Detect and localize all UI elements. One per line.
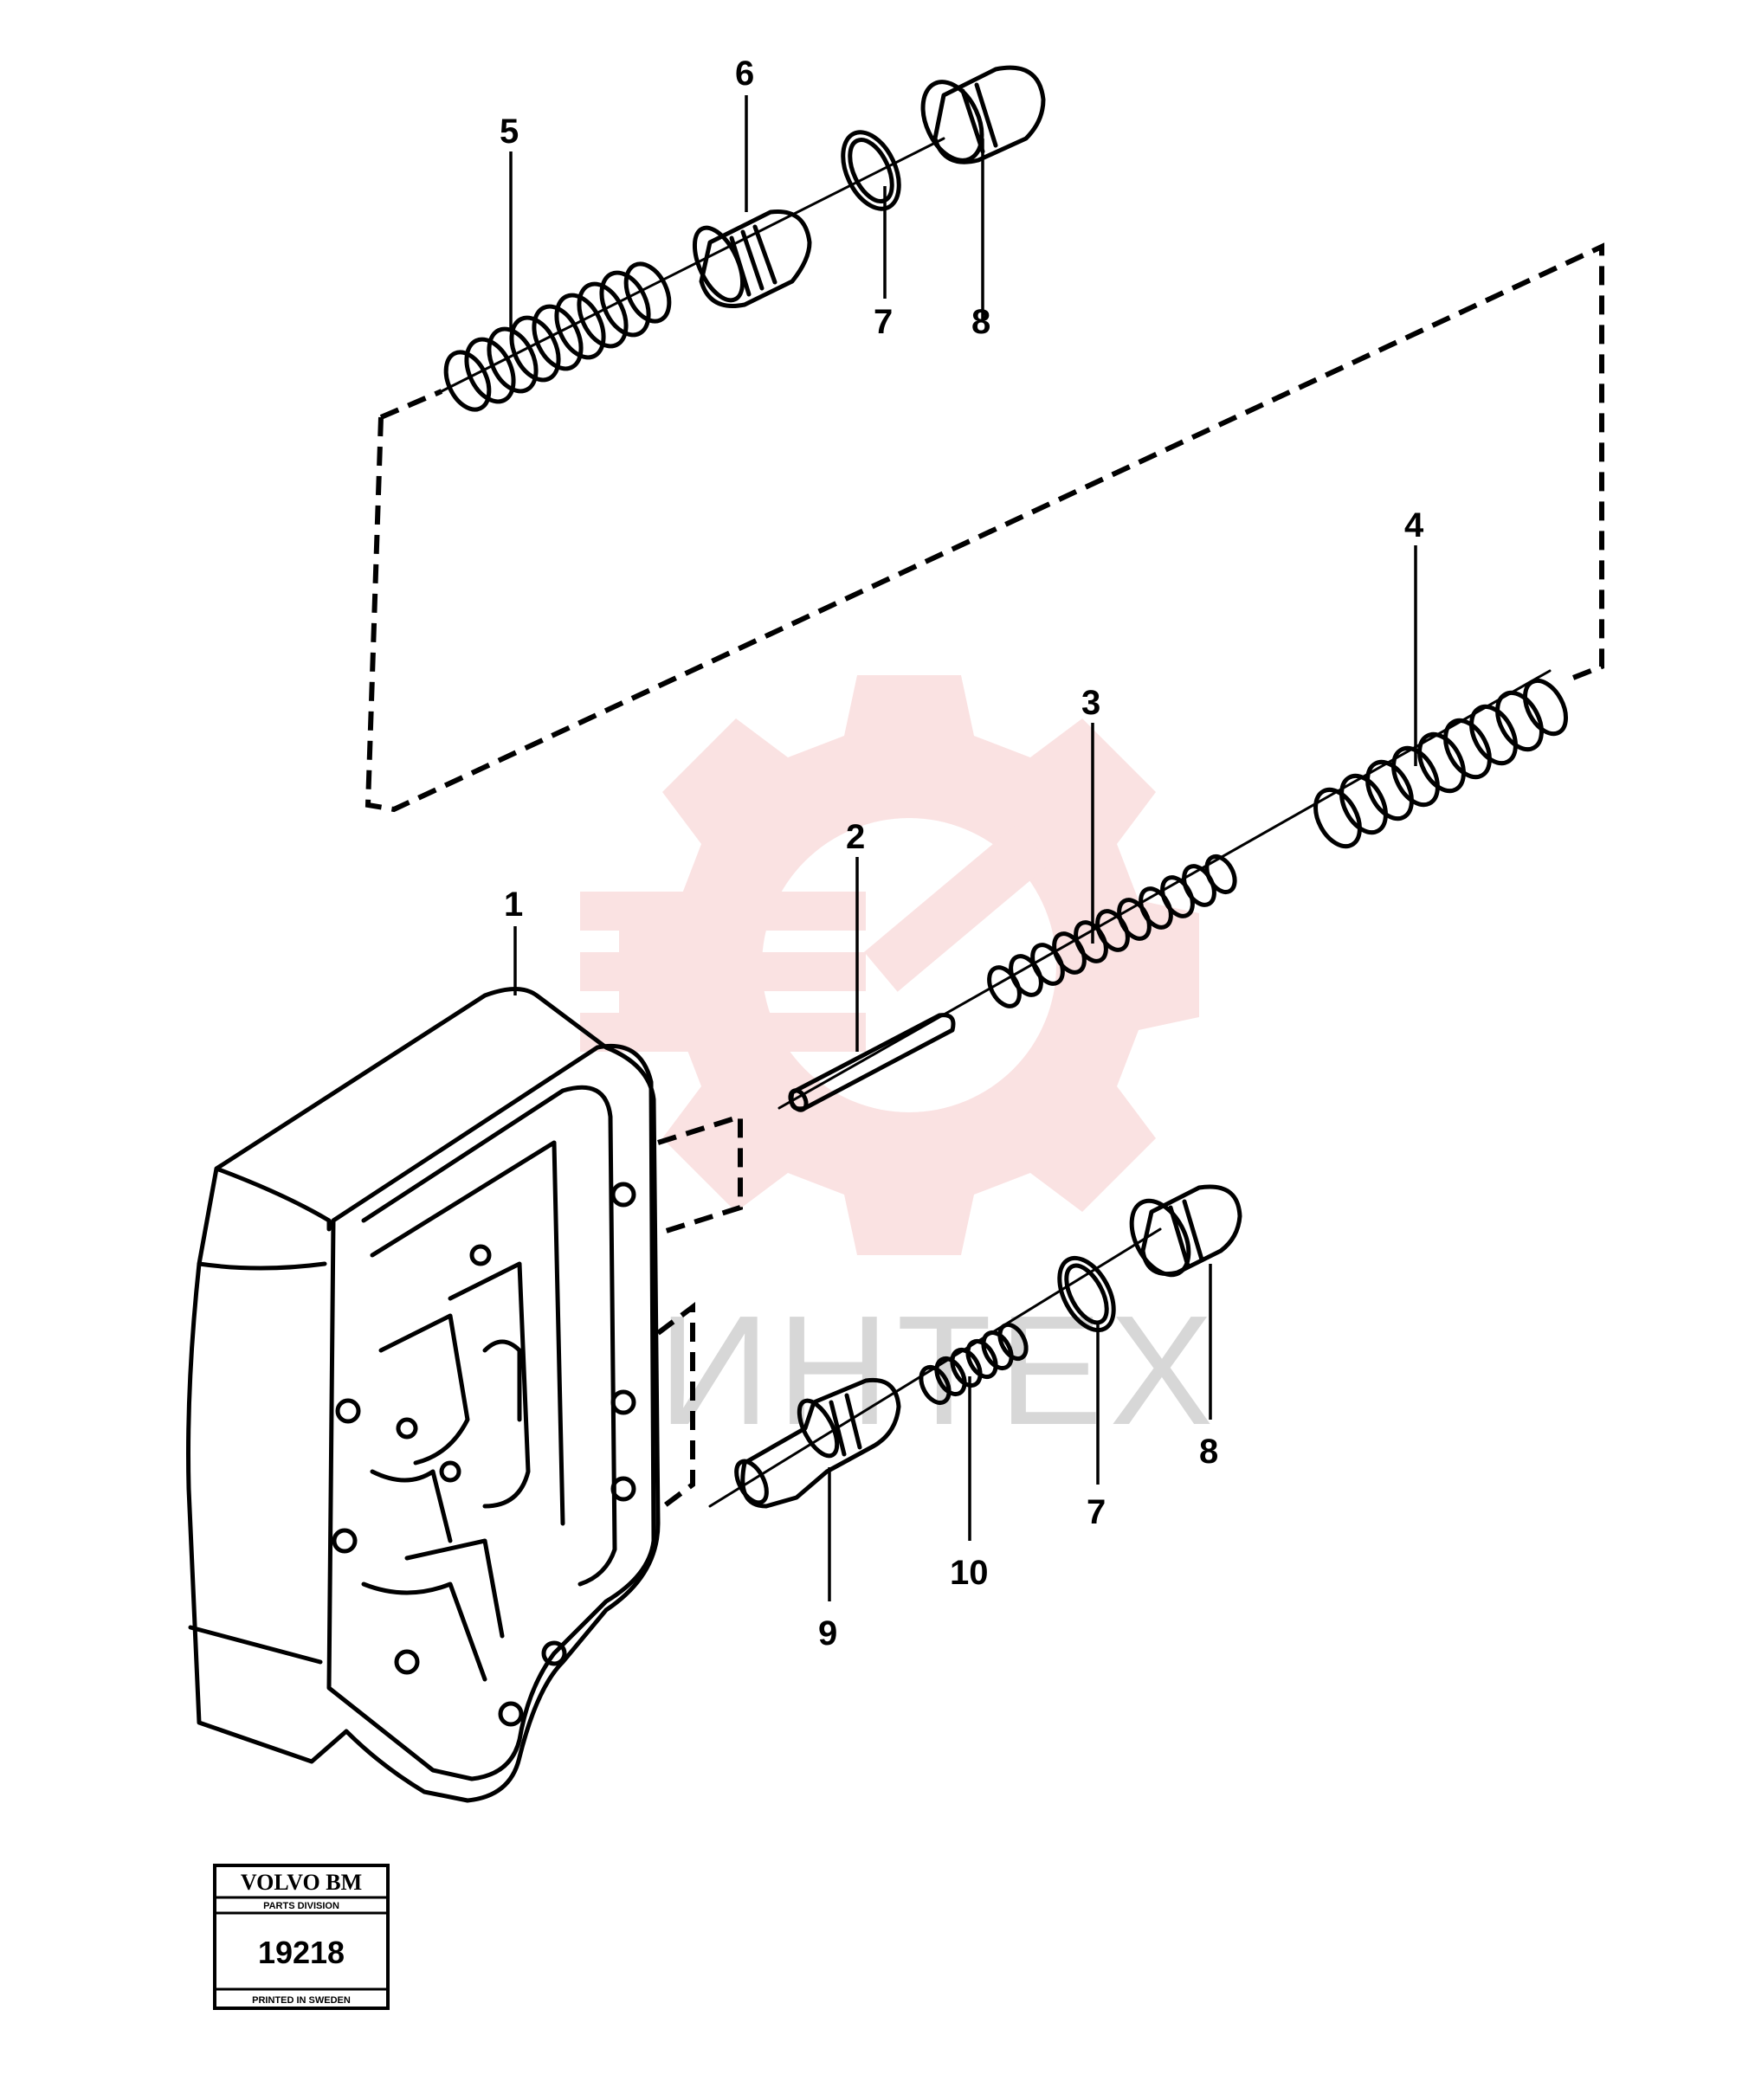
part-2-pin [788,1013,956,1112]
callout-3: 3 [1081,684,1100,722]
stamp-division: PARTS DIVISION [263,1901,339,1911]
part-5-spring [443,261,672,412]
part-8-plug-top [920,65,1046,164]
callout-8-bottom: 8 [1199,1433,1218,1471]
callout-8-top: 8 [971,303,990,341]
part-3-spring [987,854,1237,1008]
part-7-o-ring-top [841,130,901,211]
stamp-brand: VOLVO BM [241,1870,362,1895]
callout-9: 9 [818,1614,837,1652]
callout-10: 10 [950,1554,989,1592]
part-1-valve-housing [186,987,661,1803]
intech-watermark-logo [580,675,1199,1255]
part-6-piston [692,209,812,308]
callout-1: 1 [504,886,523,924]
part-9-piston [734,1377,901,1509]
part-8-plug-bottom [1129,1184,1242,1278]
leader-lines [509,95,1417,1601]
callout-7-bottom: 7 [1087,1493,1106,1531]
callout-4: 4 [1404,506,1424,544]
part-4-spring [1313,678,1568,849]
stamp-number: 19218 [258,1935,345,1970]
stamp-printed: PRINTED IN SWEDEN [252,1995,351,2006]
callout-7-top: 7 [874,303,893,341]
callout-2: 2 [846,818,865,856]
part-7-o-ring-bottom [1057,1255,1116,1333]
volvo-bm-parts-stamp: VOLVO BM PARTS DIVISION 19218 PRINTED IN… [213,1864,390,2010]
callout-5: 5 [500,113,519,151]
part-10-spring [919,1322,1029,1406]
callout-6: 6 [735,55,754,93]
